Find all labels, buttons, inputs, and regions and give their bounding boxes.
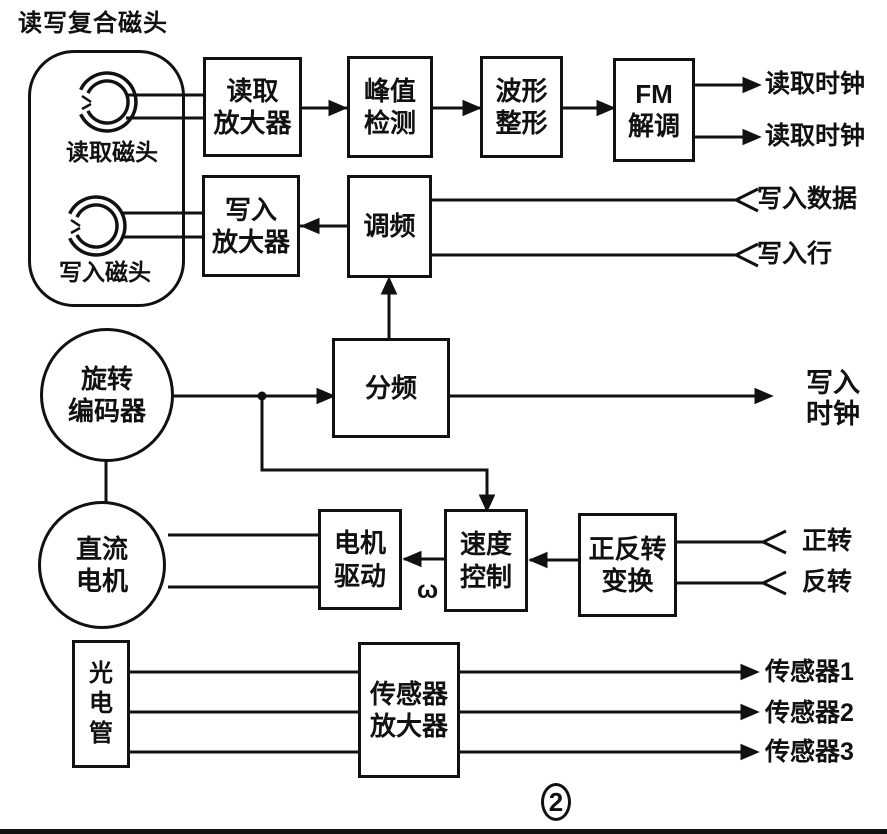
block-fm-demodulator: FM 解调 bbox=[613, 58, 695, 162]
wire-write-data-input bbox=[432, 187, 759, 213]
block-speed-control: 速度 控制 bbox=[444, 509, 528, 612]
block-dc-motor: 直流 电机 bbox=[38, 501, 166, 629]
label-sensor-3: 传感器3 bbox=[765, 738, 854, 766]
label-sensor-2: 传感器2 bbox=[765, 699, 854, 727]
block-read-amplifier: 读取 放大器 bbox=[203, 57, 302, 157]
write-head-icon bbox=[68, 195, 127, 257]
block-motor-drive: 电机 驱动 bbox=[318, 509, 402, 610]
label-forward: 正转 bbox=[802, 527, 853, 555]
block-write-amplifier: 写入 放大器 bbox=[202, 175, 300, 277]
wire-motor-to-drive bbox=[168, 533, 318, 589]
label-write-line: 写入行 bbox=[757, 240, 833, 268]
block-sensor-amplifier: 传感器 放大器 bbox=[358, 642, 460, 778]
wire-write-head-to-write-amp bbox=[121, 211, 202, 239]
wire-read-amp-to-peak bbox=[302, 99, 348, 117]
scan-edge bbox=[0, 829, 887, 834]
omega-mark: ω bbox=[417, 576, 439, 604]
label-sensor-1: 传感器1 bbox=[765, 658, 854, 686]
wire-read-head-to-read-amp bbox=[126, 93, 203, 120]
wire-fm-mod-to-write-amp bbox=[300, 217, 347, 235]
read-head-label: 读取磁头 bbox=[66, 139, 158, 165]
block-wave-shaping: 波形 整形 bbox=[480, 56, 563, 158]
wire-divider-to-fm-mod bbox=[380, 276, 398, 338]
label-read-clock-2: 读取时钟 bbox=[765, 122, 866, 150]
label-read-clock-1: 读取时钟 bbox=[765, 70, 866, 98]
wire-encoder-to-divider bbox=[172, 387, 336, 405]
composite-head-title: 读写复合磁头 bbox=[18, 10, 168, 37]
wire-reverse-input bbox=[677, 570, 787, 596]
label-reverse: 反转 bbox=[802, 568, 853, 596]
label-write-data: 写入数据 bbox=[757, 185, 858, 213]
wire-fwdrev-to-speed bbox=[528, 551, 578, 569]
wire-read-clock-2 bbox=[695, 128, 762, 146]
label-write-clock: 写入 时钟 bbox=[806, 368, 860, 430]
block-rotary-encoder: 旋转 编码器 bbox=[40, 328, 174, 462]
read-head-icon bbox=[79, 71, 138, 133]
wire-peak-to-wave bbox=[433, 99, 482, 117]
wire-wave-to-fm-demod bbox=[563, 99, 616, 117]
figure-number-badge: 2 bbox=[541, 783, 571, 821]
block-fwd-rev-converter: 正反转 变换 bbox=[578, 513, 677, 617]
write-head-label: 写入磁头 bbox=[59, 259, 151, 285]
wire-read-clock-1 bbox=[695, 76, 762, 94]
wire-forward-input bbox=[677, 529, 787, 555]
wire-speed-to-drive bbox=[402, 550, 444, 568]
block-peak-detect: 峰值 检测 bbox=[347, 56, 433, 158]
block-photocell: 光 电 管 bbox=[72, 640, 130, 768]
block-fm-modulator: 调频 bbox=[347, 175, 432, 278]
wire-write-line-input bbox=[432, 242, 759, 268]
wire-encoder-branch-to-speed bbox=[260, 396, 496, 513]
block-frequency-divider: 分频 bbox=[332, 338, 450, 438]
head-enclosure bbox=[28, 50, 185, 307]
wire-divider-to-write-clock bbox=[450, 387, 774, 405]
